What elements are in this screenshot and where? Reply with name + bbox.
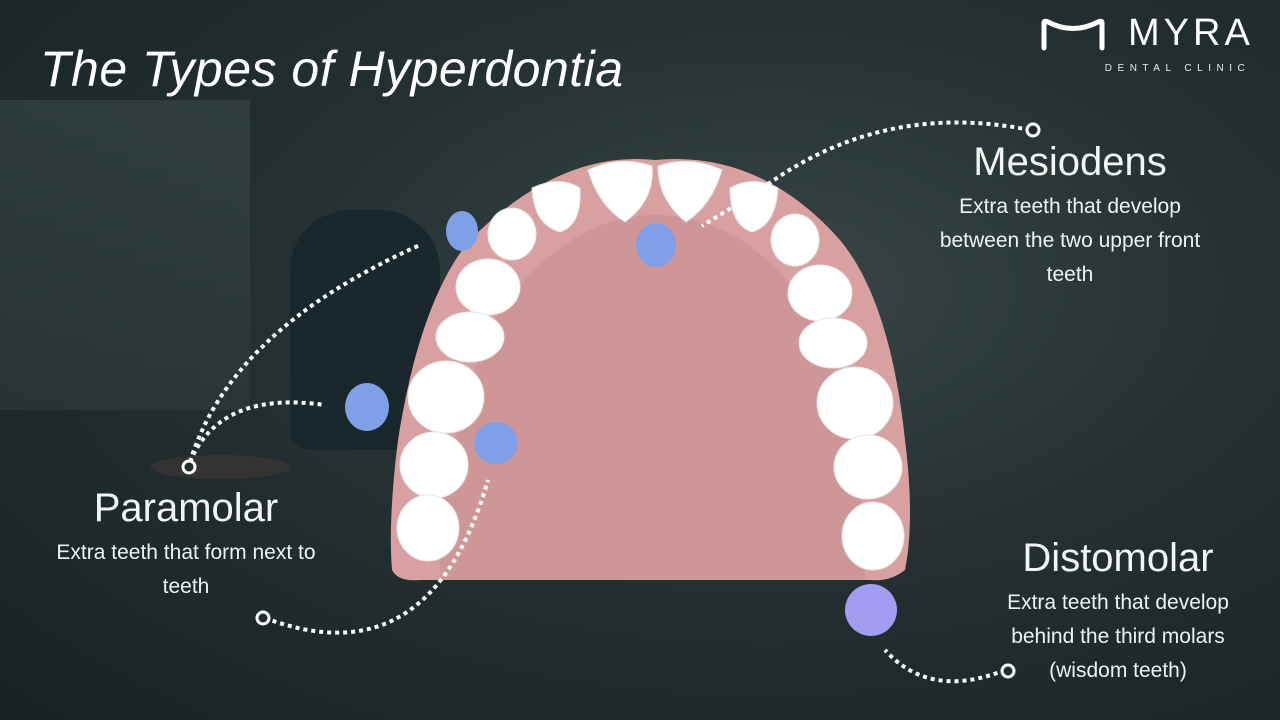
- paramolar-description: Extra teeth that form next to teeth: [56, 541, 316, 598]
- paramolar-heading: Paramolar: [93, 486, 279, 530]
- logo-name: MYRA: [1128, 12, 1254, 54]
- mesiodens-heading: Mesiodens: [973, 140, 1167, 184]
- palate: [440, 215, 865, 580]
- pointer-anchors: [181, 122, 1041, 679]
- teeth: [396, 160, 905, 571]
- pointer-arrows: [188, 120, 1031, 684]
- background-stool: [150, 455, 290, 479]
- logo-subtitle: DENTAL CLINIC: [1104, 63, 1251, 74]
- distomolar-tooth: [845, 584, 897, 636]
- callout-paramolar: Paramolar Extra teeth that form next to …: [36, 486, 336, 604]
- distomolar-description: Extra teeth that develop behind the thir…: [1007, 591, 1229, 682]
- background-window: [0, 100, 250, 410]
- page-title: The Types of Hyperdontia: [40, 41, 624, 97]
- clinic-logo: MYRA DENTAL CLINIC: [1040, 12, 1275, 74]
- callout-distomolar: Distomolar Extra teeth that develop behi…: [968, 536, 1268, 688]
- mesiodens-tooth: [636, 223, 676, 267]
- distomolar-heading: Distomolar: [1022, 536, 1214, 580]
- m-logo-icon: [1041, 18, 1105, 50]
- mesiodens-description: Extra teeth that develop between the two…: [939, 195, 1201, 286]
- paramolar-tooth-upper: [446, 211, 478, 251]
- paramolar-tooth-outer: [345, 383, 389, 431]
- callout-mesiodens: Mesiodens Extra teeth that develop betwe…: [920, 140, 1220, 292]
- paramolar-tooth-inner: [474, 422, 518, 464]
